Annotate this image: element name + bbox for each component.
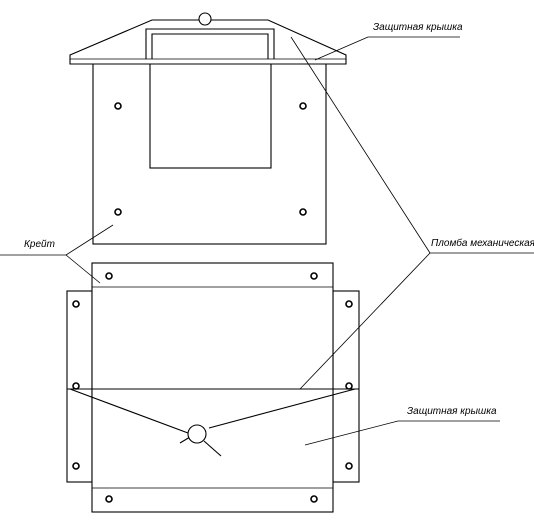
seal-knob bbox=[198, 12, 212, 26]
plate-hole bbox=[105, 272, 113, 280]
crate-body-top bbox=[92, 62, 327, 245]
label-protective-cover-top: Защитная крышка bbox=[373, 22, 463, 33]
top-view bbox=[69, 12, 347, 245]
cover-hole bbox=[114, 208, 122, 216]
mechanical-seal bbox=[187, 424, 207, 444]
protective-cover-top bbox=[69, 19, 347, 65]
flange-hole bbox=[72, 382, 80, 390]
flange-hole bbox=[345, 382, 353, 390]
crate-window bbox=[149, 62, 272, 169]
cover-hole bbox=[299, 208, 307, 216]
plate-hole bbox=[105, 495, 113, 503]
label-mechanical-seal: Пломба механическая bbox=[431, 237, 534, 249]
flange-hole bbox=[72, 300, 80, 308]
crate-plate bbox=[91, 262, 334, 513]
plate-hole bbox=[310, 495, 318, 503]
label-protective-cover-bottom: Защитная крышка bbox=[407, 406, 497, 417]
leader-lines bbox=[0, 36, 534, 446]
flange-hole bbox=[72, 462, 80, 470]
plate-hole bbox=[310, 272, 318, 280]
label-crate: Крейт bbox=[24, 239, 55, 250]
cover-hole bbox=[114, 102, 122, 110]
flange-hole bbox=[345, 300, 353, 308]
bottom-view bbox=[66, 262, 360, 513]
flange-hole bbox=[345, 462, 353, 470]
cover-hole bbox=[299, 102, 307, 110]
